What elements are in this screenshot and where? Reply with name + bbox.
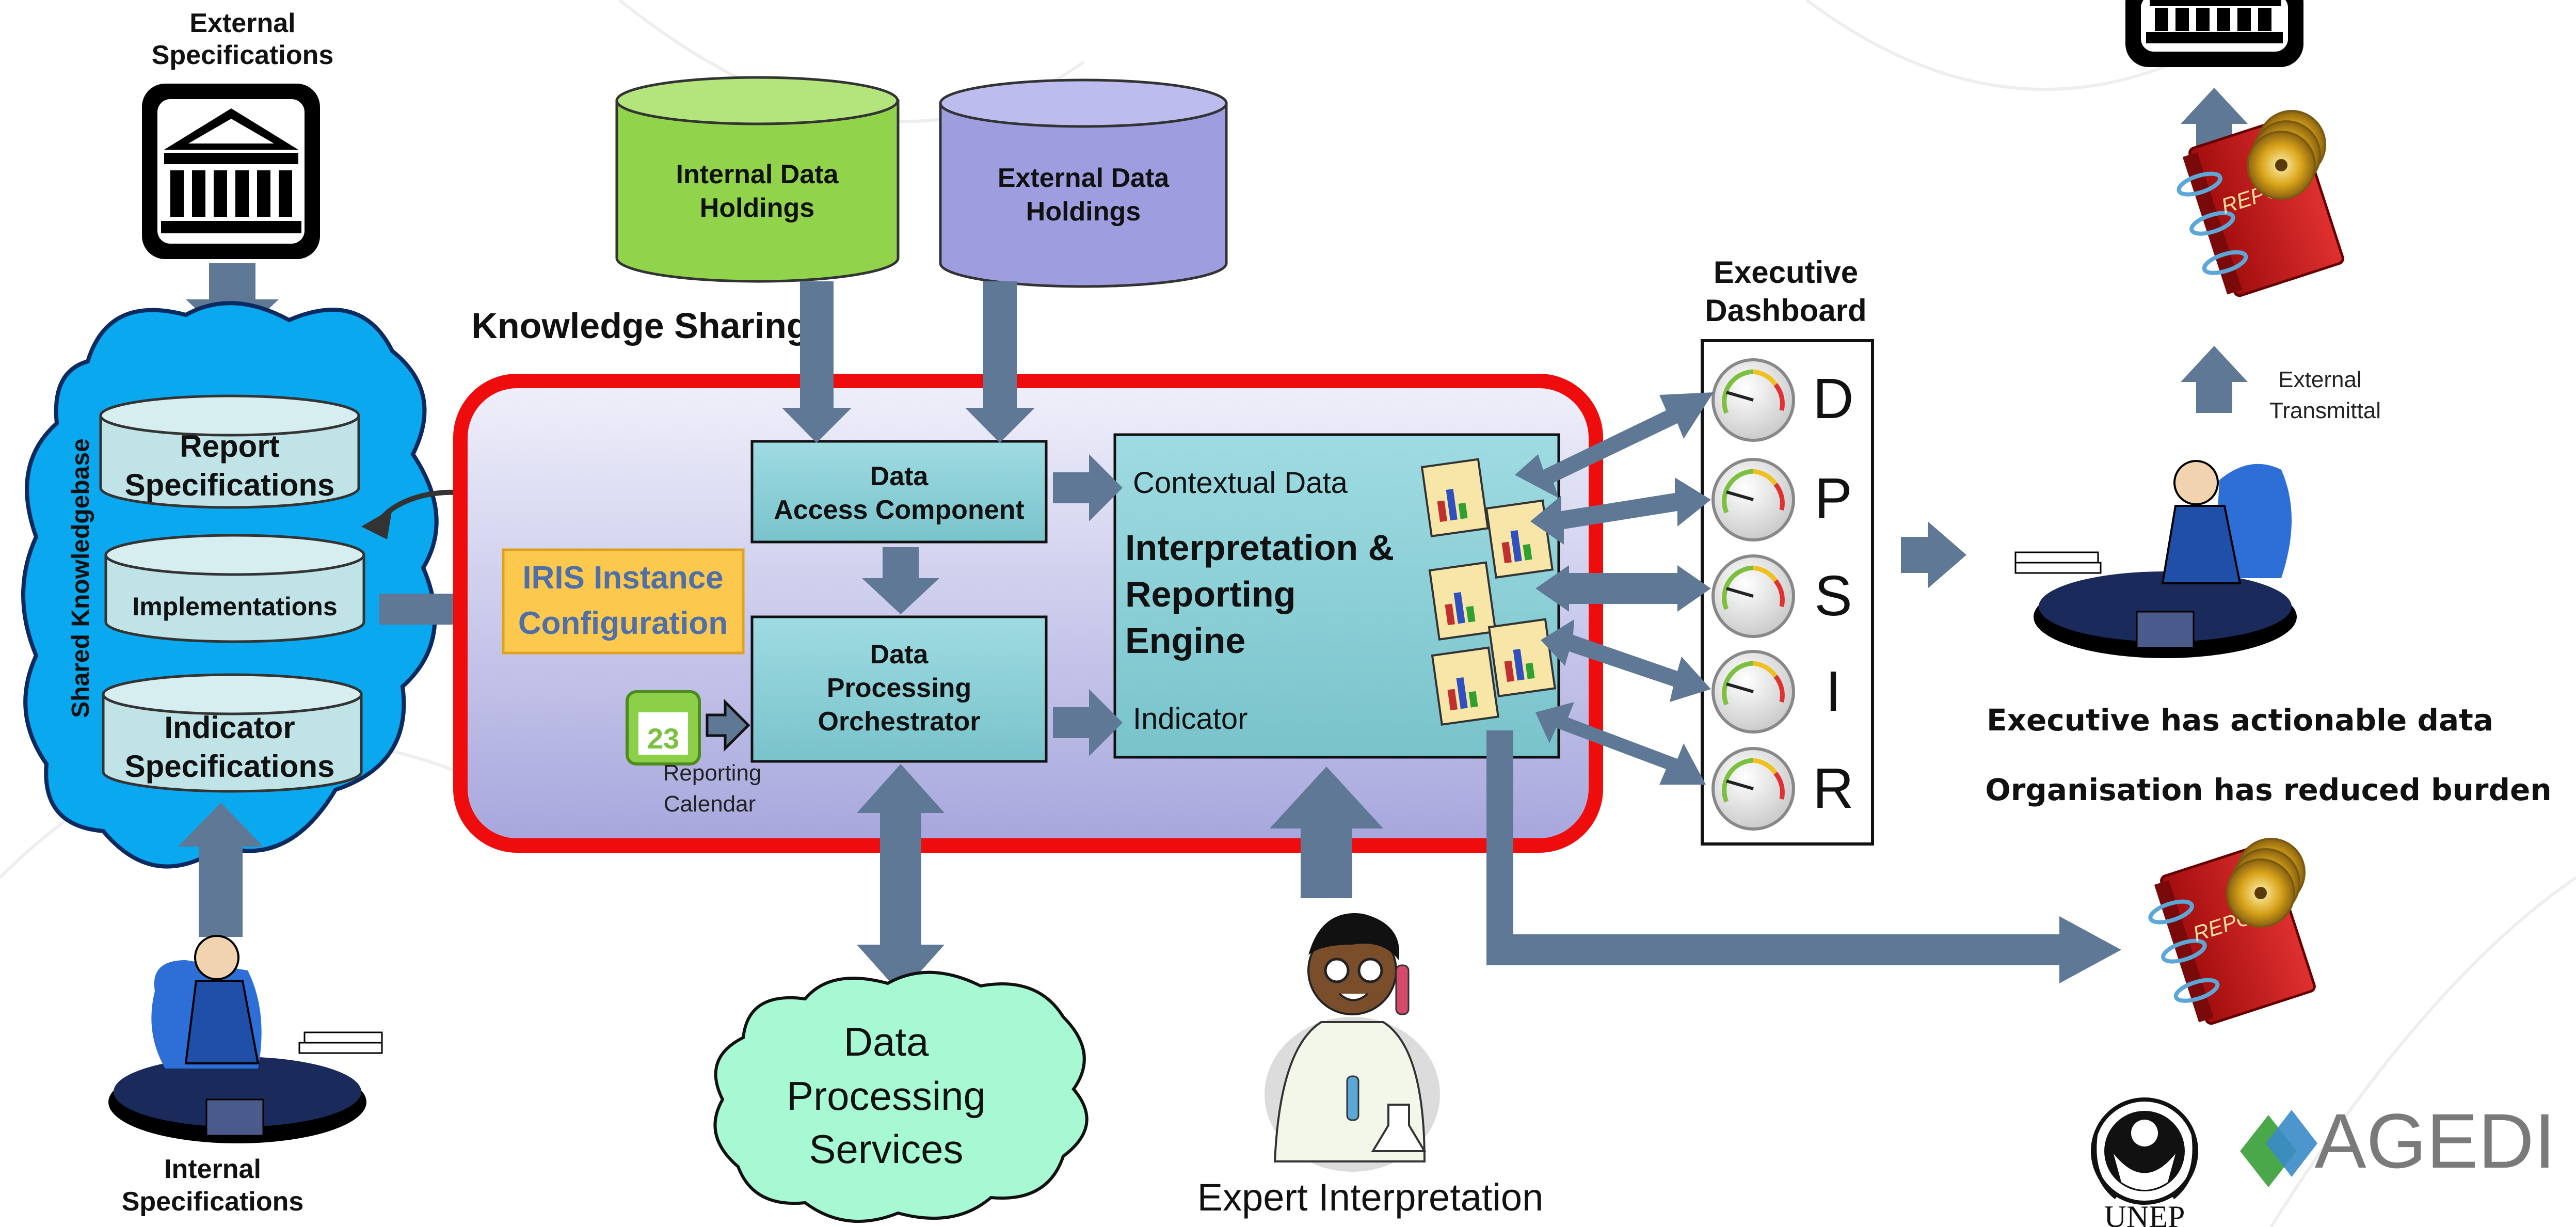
internal-data-holdings-cylinder bbox=[615, 76, 900, 283]
arrow-external-data-down bbox=[965, 281, 1035, 443]
disc-stack-top bbox=[2247, 110, 2326, 200]
knowledge-sharing-title: Knowledge Sharing bbox=[471, 306, 808, 346]
dps-label-1: Data bbox=[844, 1019, 929, 1064]
unep-text: UNEP bbox=[2104, 1200, 2185, 1227]
dac-label-2: Access Component bbox=[774, 495, 1024, 525]
dps-label-3: Services bbox=[809, 1126, 963, 1172]
indicator-specs-label-1: Indicator bbox=[164, 710, 295, 745]
arrow-dashboard-to-executive bbox=[1901, 521, 1966, 588]
report-specs-label-2: Specifications bbox=[125, 468, 335, 502]
shared-knowledgebase-label: Shared Knowledgebase bbox=[67, 438, 94, 718]
internal-executive-figure bbox=[108, 935, 383, 1143]
external-data-label-1: External Data bbox=[998, 163, 1170, 193]
external-data-holdings-cylinder bbox=[939, 78, 1228, 288]
report-specs-cylinder bbox=[99, 394, 360, 509]
dac-label-1: Data bbox=[870, 461, 929, 491]
arrow-dac-to-dpo bbox=[862, 547, 939, 614]
agedi-logo: AGEDI bbox=[2240, 1097, 2555, 1187]
external-transmittal-label-1: External bbox=[2278, 367, 2361, 392]
external-specs-label-2: Specifications bbox=[152, 40, 334, 70]
arrow-exec-to-transmittal bbox=[2181, 346, 2248, 413]
dpo-label-1: Data bbox=[870, 640, 929, 670]
implementations-label: Implementations bbox=[132, 592, 337, 621]
contextual-data-label: Contextual Data bbox=[1133, 466, 1348, 500]
data-processing-orchestrator-box bbox=[750, 615, 1048, 763]
scientist-figure bbox=[1265, 913, 1440, 1172]
expert-interpretation-label: Expert Interpretation bbox=[1197, 1176, 1543, 1219]
reporting-calendar-label-2: Calendar bbox=[664, 791, 756, 817]
gauge-i bbox=[1711, 650, 1795, 734]
dpsir-letter-s: S bbox=[1814, 564, 1852, 628]
dpsir-letter-r: R bbox=[1813, 757, 1853, 820]
indicator-specs-label-2: Specifications bbox=[125, 749, 335, 784]
gauge-p bbox=[1711, 458, 1795, 541]
report-book-bottom: REPORT bbox=[2148, 838, 2316, 1025]
internal-data-label-2: Holdings bbox=[700, 193, 814, 223]
iris-config-box bbox=[502, 548, 745, 655]
dashboard-arrows bbox=[1515, 392, 1714, 785]
unep-logo: UNEP bbox=[2091, 1097, 2198, 1227]
dpo-label-3: Orchestrator bbox=[818, 707, 981, 737]
dpsir-letter-d: D bbox=[1813, 367, 1853, 431]
exec-dashboard-label-1: Executive bbox=[1714, 255, 1858, 290]
reduced-burden-text: Organisation has reduced burden bbox=[1985, 772, 2551, 807]
internal-data-label-1: Internal Data bbox=[676, 160, 839, 189]
iris-config-label-1: IRIS Instance bbox=[522, 560, 723, 596]
iris-config-label-2: Configuration bbox=[518, 605, 728, 641]
dpsir-letter-p: P bbox=[1814, 467, 1852, 530]
dps-label-2: Processing bbox=[787, 1073, 986, 1119]
engine-label-3: Engine bbox=[1125, 620, 1245, 661]
gauge-r bbox=[1711, 747, 1795, 831]
report-specs-label-1: Report bbox=[180, 429, 279, 464]
top-building-icon bbox=[2125, 0, 2303, 67]
external-transmittal-label-2: Transmittal bbox=[2269, 398, 2381, 423]
implementations-cylinder bbox=[104, 534, 365, 643]
document-icons bbox=[1420, 458, 1556, 726]
report-book-top: REPORT bbox=[2177, 110, 2344, 297]
arrow-dac-to-engine bbox=[1053, 454, 1123, 521]
calendar-day: 23 bbox=[647, 722, 679, 755]
gauge-d bbox=[1711, 358, 1795, 442]
external-building-icon bbox=[142, 84, 320, 259]
calendar-icon: 23 bbox=[626, 690, 701, 766]
exec-dashboard-label-2: Dashboard bbox=[1705, 293, 1866, 328]
dpsir-letter-i: I bbox=[1826, 660, 1842, 723]
arrow-calendar-to-dpo bbox=[706, 698, 750, 752]
arrow-dpo-to-engine bbox=[1053, 689, 1123, 756]
arrow-expert-up bbox=[1270, 767, 1383, 898]
arrow-dpo-services-bidirectional bbox=[857, 764, 945, 994]
reporting-calendar-label-1: Reporting bbox=[663, 760, 762, 786]
arrow-internal-specs-up bbox=[178, 803, 263, 937]
disc-stack-bottom bbox=[2226, 838, 2306, 928]
engine-label-2: Reporting bbox=[1125, 574, 1296, 614]
external-data-label-2: Holdings bbox=[1026, 197, 1141, 227]
data-access-component-box bbox=[750, 440, 1048, 544]
gauge-s bbox=[1711, 554, 1795, 638]
actionable-data-text: Executive has actionable data bbox=[1987, 703, 2493, 738]
arrow-internal-data-down bbox=[782, 281, 852, 443]
internal-specs-label-2: Specifications bbox=[122, 1187, 304, 1217]
arrow-engine-to-report bbox=[1486, 730, 2121, 983]
engine-label-1: Interpretation & bbox=[1125, 528, 1394, 568]
indicator-label: Indicator bbox=[1133, 702, 1247, 736]
agedi-text: AGEDI bbox=[2315, 1097, 2556, 1184]
executive-figure bbox=[2014, 460, 2297, 658]
dpo-label-2: Processing bbox=[827, 673, 971, 703]
external-specs-label-1: External bbox=[189, 8, 295, 38]
data-processing-services-cloud bbox=[713, 970, 1089, 1223]
internal-specs-label-1: Internal bbox=[164, 1154, 261, 1184]
indicator-specs-cylinder bbox=[102, 673, 363, 793]
